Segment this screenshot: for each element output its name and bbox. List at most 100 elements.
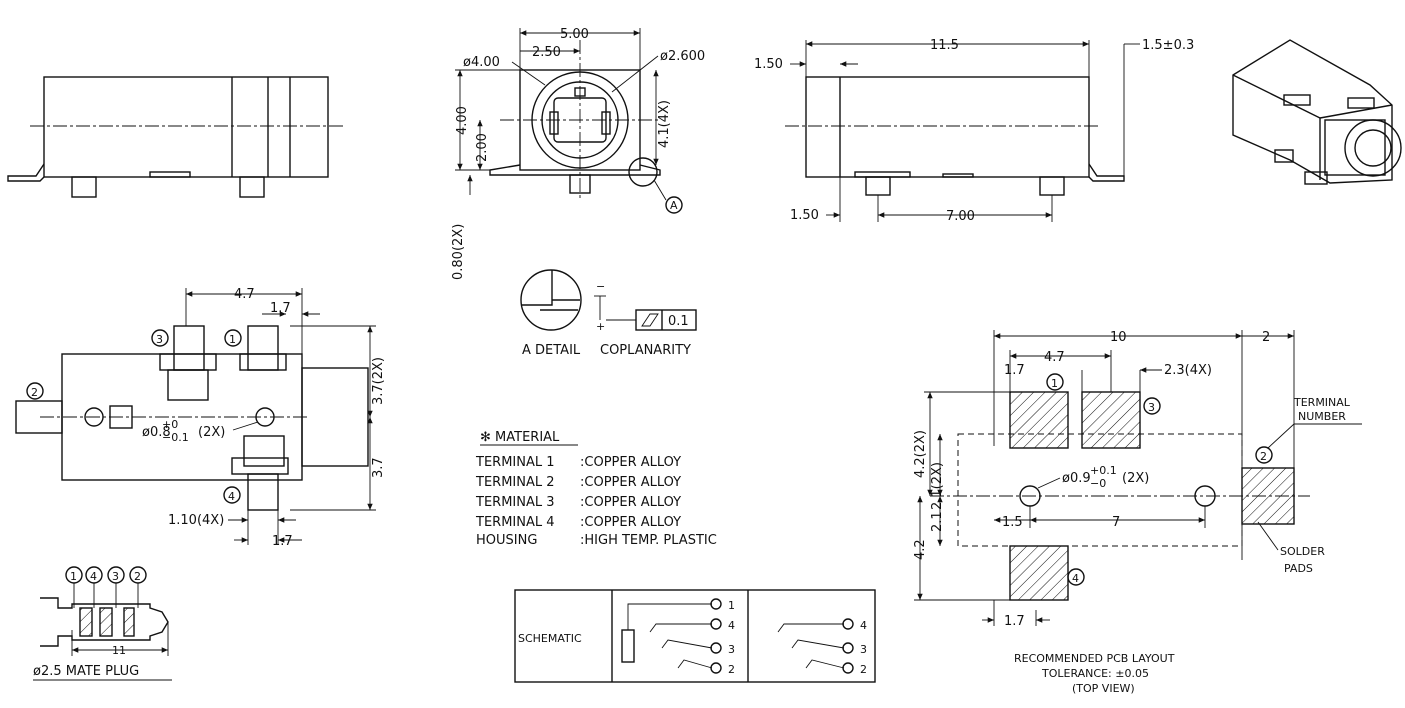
material-val-2: :COPPER ALLOY	[580, 475, 681, 490]
top-view: 3 1 2 4 4.7 1.7 3.7(2X) 3.7 ø0.8 +0 −0.1…	[15, 287, 386, 549]
plug-caption: ø2.5 MATE PLUG	[33, 664, 139, 679]
sch-b3: 2	[860, 663, 867, 676]
pcb-terminal-label-2: NUMBER	[1298, 410, 1346, 423]
pcb-pad-4	[1009, 545, 1069, 601]
a-detail: − + 0.1 A DETAIL COPLANARITY	[520, 269, 697, 358]
pcb-term-2: 2	[1260, 450, 1267, 463]
dim-top-w2: 1.7	[270, 301, 291, 316]
mate-plug: 11 1 4 3 2 ø2.5 MATE PLUG	[33, 566, 172, 681]
pcb-pad-2	[1241, 467, 1295, 525]
svg-text:+: +	[596, 320, 605, 333]
dim-top-pitch-bottom: 1.7	[272, 534, 293, 549]
sch-b2: 3	[860, 643, 867, 656]
material-block: ✻ MATERIAL TERMINAL 1 :COPPER ALLOY TERM…	[475, 430, 717, 548]
dim-pcb-x2: 7	[1112, 515, 1120, 530]
material-val-1: :COPPER ALLOY	[580, 455, 681, 470]
front-view: A 5.00 2.50 ø4.00 ø2.600 4.00 2.00 4.1(4…	[451, 27, 705, 280]
plug-term-1: 1	[70, 570, 77, 583]
pcb-pad-3	[1081, 391, 1141, 449]
material-val-4: :COPPER ALLOY	[580, 515, 681, 530]
dim-pcb-hole-tol-dn: −0	[1090, 477, 1106, 490]
dim-front-width: 5.00	[560, 27, 589, 42]
coplanarity-value: 0.1	[668, 314, 689, 329]
dim-pcb-ext: 2	[1262, 330, 1270, 345]
sch-a2: 4	[728, 619, 735, 632]
coplanarity-label: COPLANARITY	[600, 343, 691, 358]
a-detail-label: A DETAIL	[522, 343, 581, 358]
dim-top-pin-width: 1.10(4X)	[168, 513, 224, 528]
dim-pcb-hole: ø0.9	[1062, 471, 1091, 486]
dim-front-height: 4.00	[455, 106, 470, 135]
left-side-view	[7, 76, 345, 198]
dim-top-h1: 3.7(2X)	[371, 357, 386, 405]
dim-top-h2: 3.7	[371, 457, 386, 478]
dim-side-length: 11.5	[930, 38, 959, 53]
dim-side-pitch: 7.00	[946, 209, 975, 224]
pcb-pad-1	[1009, 391, 1069, 449]
sch-a3: 3	[728, 643, 735, 656]
dim-top-hole-tol-up: +0	[162, 418, 178, 431]
pcb-layout: 1 3 2 4 10 2 4.7 2.3(4X) 1.7 4.2(2X) 2.1…	[913, 330, 1362, 695]
dim-front-half-height: 2.00	[475, 133, 490, 162]
sch-a1: 1	[728, 599, 735, 612]
sch-a4: 2	[728, 663, 735, 676]
dim-pcb-bottom: 1.7	[1004, 614, 1025, 629]
pcb-caption-1: RECOMMENDED PCB LAYOUT	[1014, 652, 1175, 665]
plug-term-2: 4	[90, 570, 97, 583]
pcb-term-1: 1	[1051, 377, 1058, 390]
plug-term-3: 3	[112, 570, 119, 583]
dim-pcb-width: 10	[1110, 330, 1127, 345]
material-key-1: TERMINAL 1	[475, 455, 555, 470]
dim-pcb-hole-count: (2X)	[1122, 471, 1149, 486]
top-term-2: 2	[31, 386, 38, 399]
pcb-solder-label-2: PADS	[1284, 562, 1313, 575]
material-key-5: HOUSING	[476, 533, 537, 548]
dim-pcb-h2: 2.1(2X)	[930, 462, 945, 510]
dim-top-hole: ø0.8	[142, 425, 171, 440]
svg-text:−: −	[596, 280, 605, 293]
dim-front-side: 4.1(4X)	[657, 100, 672, 148]
pcb-term-3: 3	[1148, 401, 1155, 414]
dim-front-hole-small: ø2.600	[660, 49, 705, 64]
dim-pcb-w1: 4.7	[1044, 350, 1065, 365]
dim-pcb-h1: 4.2(2X)	[913, 430, 928, 478]
pcb-terminal-label-1: TERMINAL	[1293, 396, 1351, 409]
dim-front-half: 2.50	[532, 45, 561, 60]
material-val-3: :COPPER ALLOY	[580, 495, 681, 510]
isometric-view	[1232, 39, 1402, 185]
pcb-solder-label-1: SOLDER	[1280, 545, 1325, 558]
schematic: SCHEMATIC 1 4 3 2 4 3 2	[514, 589, 876, 683]
top-term-3: 3	[156, 333, 163, 346]
pcb-caption-3: (TOP VIEW)	[1072, 682, 1135, 695]
sch-b1: 4	[860, 619, 867, 632]
material-key-4: TERMINAL 4	[475, 515, 555, 530]
top-term-1: 1	[229, 333, 236, 346]
schematic-label: SCHEMATIC	[518, 632, 582, 645]
dim-pcb-pad1: 1.7	[1004, 363, 1025, 378]
dim-front-pin-height: 0.80(2X)	[451, 224, 466, 280]
dim-top-hole-tol-dn: −0.1	[162, 431, 189, 444]
dim-top-hole-count: (2X)	[198, 425, 225, 440]
dim-side-top-offset: 1.50	[754, 57, 783, 72]
material-key-3: TERMINAL 3	[475, 495, 555, 510]
plug-length: 11	[112, 644, 126, 657]
plug-term-4: 2	[134, 570, 141, 583]
dim-side-bottom-offset: 1.50	[790, 208, 819, 223]
material-title: ✻ MATERIAL	[480, 430, 560, 445]
dim-top-w1: 4.7	[234, 287, 255, 302]
dim-pcb-x1: 1.5	[1002, 515, 1023, 530]
dim-side-tab: 1.5±0.3	[1142, 38, 1194, 53]
dim-pcb-hole-tol-up: +0.1	[1090, 464, 1117, 477]
material-val-5: :HIGH TEMP. PLASTIC	[580, 533, 717, 548]
dim-pcb-pad-w: 2.3(4X)	[1164, 363, 1212, 378]
material-key-2: TERMINAL 2	[475, 475, 555, 490]
dim-pcb-h3: 2.1	[930, 511, 945, 532]
right-side-view: 11.5 1.5±0.3 1.50 1.50 7.00	[754, 38, 1194, 224]
top-term-4: 4	[228, 490, 235, 503]
pcb-caption-2: TOLERANCE: ±0.05	[1041, 667, 1149, 680]
dim-pcb-h4: 4.2	[913, 539, 928, 560]
pcb-term-4: 4	[1072, 572, 1079, 585]
dim-front-hole-big: ø4.00	[463, 55, 500, 70]
callout-a: A	[670, 199, 678, 212]
